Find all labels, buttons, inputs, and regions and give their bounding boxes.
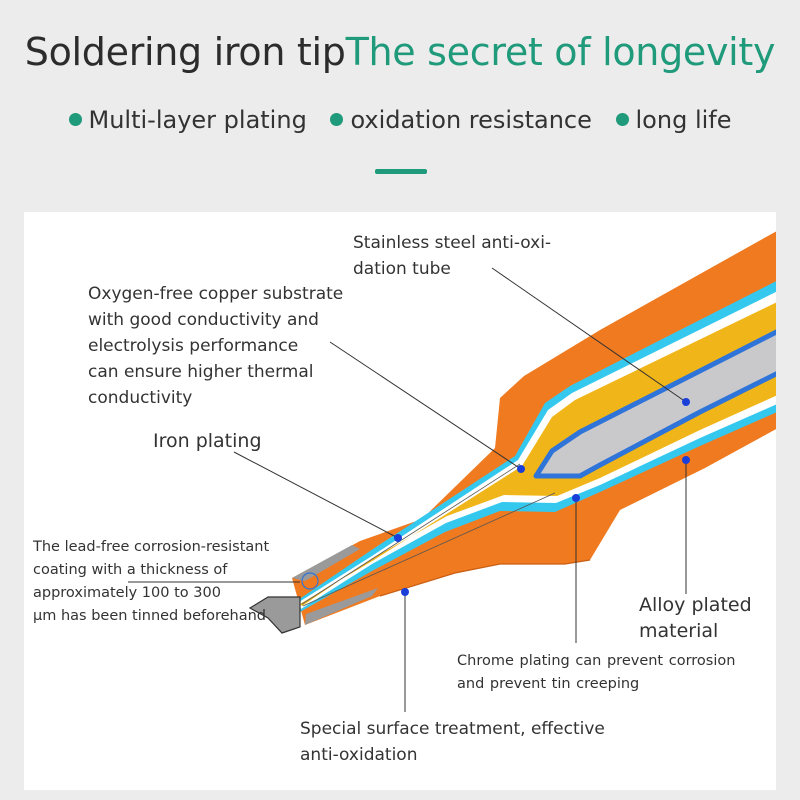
page-title: Soldering iron tipThe secret of longevit… [0,28,800,76]
label-lead-free-coating: The lead-free corrosion-resistant coatin… [33,539,270,624]
feature-label: long life [635,106,732,134]
label-iron-plating: Iron plating [153,430,262,452]
feature-item: Multi-layer plating [68,106,307,134]
feature-label: Multi-layer plating [88,106,307,134]
green-dot-icon [330,113,344,126]
leader-dot [572,494,580,502]
leader-dot [517,465,525,473]
feature-label: oxidation resistance [350,106,592,134]
leader-dot [394,534,402,542]
chisel-tip [248,596,301,634]
feature-item: long life [615,106,732,134]
title-part-2: The secret of longevity [345,30,776,74]
green-dot-icon [615,113,629,126]
leader-dot [401,588,409,596]
title-divider [375,169,427,174]
label-alloy-plated: Alloy plated material [639,594,752,642]
title-part-1: Soldering iron tip [24,30,346,74]
tinned-tip-zone-lower [305,588,378,625]
tinned-tip-zone [292,545,360,581]
copper-core-layer [300,302,776,606]
tip-highlight-circle [301,572,319,590]
leader-dot [682,398,690,406]
leader-dot [682,456,690,464]
feature-list: Multi-layer plating oxidation resistance… [0,106,800,134]
green-dot-icon [68,113,82,126]
label-copper-substrate: Oxygen-free copper substrate with good c… [88,284,344,408]
label-stainless-tube: Stainless steel anti-oxi- dation tube [353,233,552,279]
feature-item: oxidation resistance [330,106,592,134]
steel-tube [533,329,776,479]
label-surface-treatment: Special surface treatment, effective ant… [300,719,605,765]
label-chrome-plating: Chrome plating can prevent corrosion and… [457,653,736,692]
